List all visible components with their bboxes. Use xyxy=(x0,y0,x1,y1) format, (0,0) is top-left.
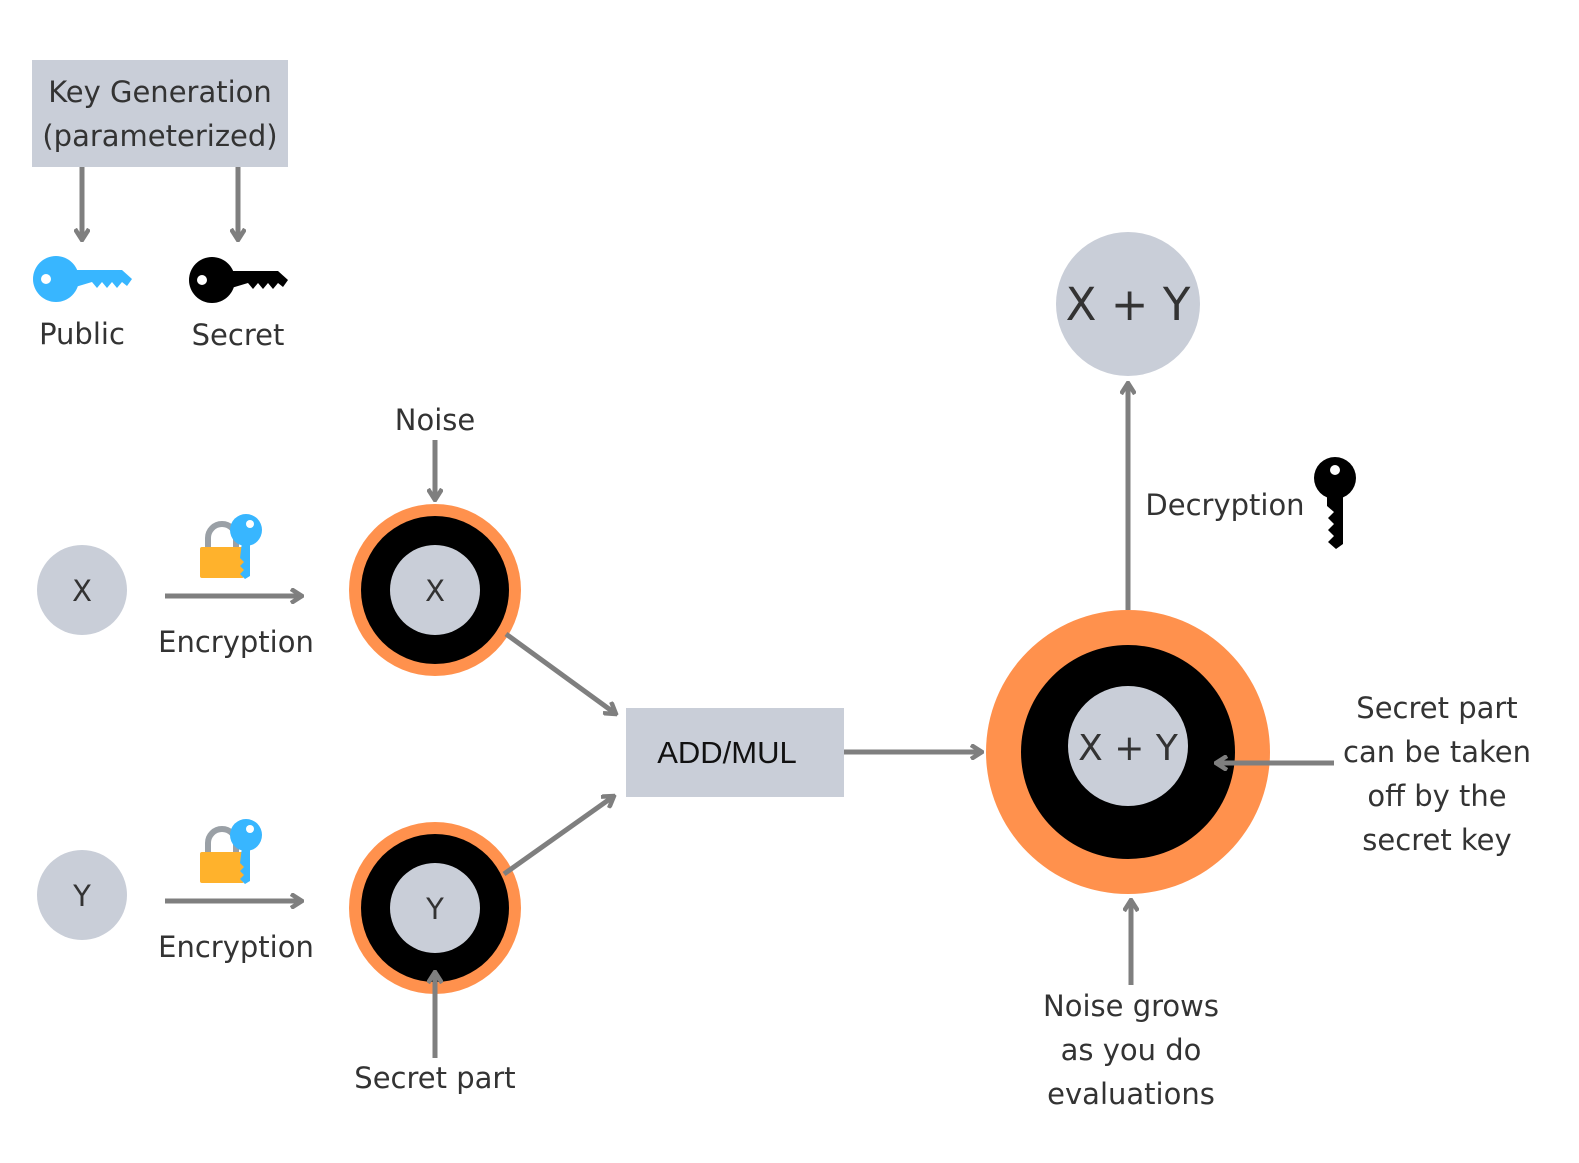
add-mul-label: ADD/MUL xyxy=(657,735,797,770)
key-generation-box xyxy=(32,60,288,167)
noise-note-line-3: evaluations xyxy=(1047,1077,1215,1111)
key-generation-subtitle: (parameterized) xyxy=(42,119,277,153)
encryption-label-x: Encryption xyxy=(158,625,314,659)
result-value xyxy=(1068,686,1188,806)
key-generation-group: Key Generation (parameterized) Public Se… xyxy=(32,60,288,352)
add-mul-box xyxy=(626,708,844,797)
secret-key-label: Secret xyxy=(192,318,285,352)
encrypt-lock-icon-x xyxy=(200,514,262,579)
ciphertext-x-value xyxy=(390,545,480,635)
secret-note-line-3: off by the xyxy=(1367,779,1506,813)
public-key-label: Public xyxy=(39,317,125,351)
input-y-group: Y Encryption Y Secret part xyxy=(37,819,521,1095)
ciphertext-y-value xyxy=(390,863,480,953)
decrypted-result-label: X + Y xyxy=(1066,278,1191,331)
secret-note-line-2: can be taken xyxy=(1343,735,1531,769)
input-x-node xyxy=(37,545,127,635)
noise-label: Noise xyxy=(395,403,475,437)
secret-key-icon xyxy=(189,257,288,303)
operation-group: ADD/MUL xyxy=(502,631,982,877)
decryption-key-icon xyxy=(1314,457,1356,549)
decryption-label: Decryption xyxy=(1145,488,1304,522)
input-x-label: X xyxy=(72,574,92,608)
result-label: X + Y xyxy=(1078,728,1179,769)
secret-note-line-4: secret key xyxy=(1362,823,1511,857)
ciphertext-x-label: X xyxy=(425,574,445,608)
secret-part-label: Secret part xyxy=(354,1061,515,1095)
secret-note-line-1: Secret part xyxy=(1356,691,1517,725)
input-y-node xyxy=(37,850,127,940)
input-x-group: X Encryption X Noise xyxy=(37,403,521,676)
public-key-icon xyxy=(33,256,132,302)
key-generation-title: Key Generation xyxy=(48,75,272,109)
arrow-x-to-operation xyxy=(504,631,616,714)
noise-note-line-2: as you do xyxy=(1061,1033,1202,1067)
arrow-y-to-operation xyxy=(502,796,614,877)
input-y-label: Y xyxy=(72,879,91,913)
encryption-label-y: Encryption xyxy=(158,930,314,964)
ciphertext-y-label: Y xyxy=(425,892,444,926)
noise-note-line-1: Noise grows xyxy=(1043,989,1219,1023)
decrypted-result-node xyxy=(1056,232,1200,376)
encrypt-lock-icon-y xyxy=(200,819,262,884)
result-group: X + Y Decryption X + Y Secret part can b… xyxy=(986,232,1531,1111)
